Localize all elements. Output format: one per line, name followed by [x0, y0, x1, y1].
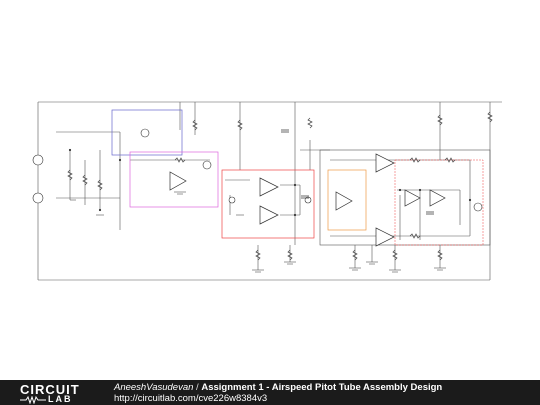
reference-block-box [129, 151, 219, 208]
op-amp-inst-top [375, 153, 395, 173]
circuitlab-logo[interactable]: CIRCUIT LAB [20, 382, 90, 404]
op-amp-filter-b [429, 189, 446, 207]
op-amp-diff-top [259, 177, 279, 197]
schematic-canvas [32, 101, 502, 281]
ground-symbols [70, 191, 446, 273]
buffer-stage-box [327, 169, 367, 231]
footer-title-line: AneeshVasudevan / Assignment 1 - Airspee… [114, 382, 442, 393]
capacitor-symbols [281, 129, 434, 215]
logo-text-lab: LAB [48, 394, 73, 404]
circuit-title[interactable]: Assignment 1 - Airspeed Pitot Tube Assem… [201, 382, 443, 393]
op-amp-buffer [335, 191, 353, 211]
resistor-symbols [67, 111, 493, 261]
circuit-url[interactable]: http://circuitlab.com/cve226w8384v3 [114, 393, 268, 404]
op-amp-filter-a [404, 189, 421, 207]
op-amp-inst-bottom [375, 227, 395, 247]
op-amp-reference [169, 171, 187, 191]
junction-dots [68, 148, 472, 217]
voltage-sources [32, 128, 483, 212]
author-link[interactable]: AneeshVasudevan [114, 382, 194, 393]
sensor-block-box [111, 109, 183, 156]
resistor-logo-icon [20, 396, 46, 404]
logo-text-circuit: CIRCUIT [20, 382, 80, 397]
op-amp-symbols [169, 153, 446, 247]
schematic-wires [37, 101, 502, 281]
filter-stage-box [394, 159, 484, 246]
differential-amp-box [221, 169, 315, 239]
op-amp-diff-bottom [259, 205, 279, 225]
title-separator: / [193, 382, 202, 393]
circuitlab-footer: CIRCUIT LAB AneeshVasudevan / Assignment… [0, 380, 540, 405]
